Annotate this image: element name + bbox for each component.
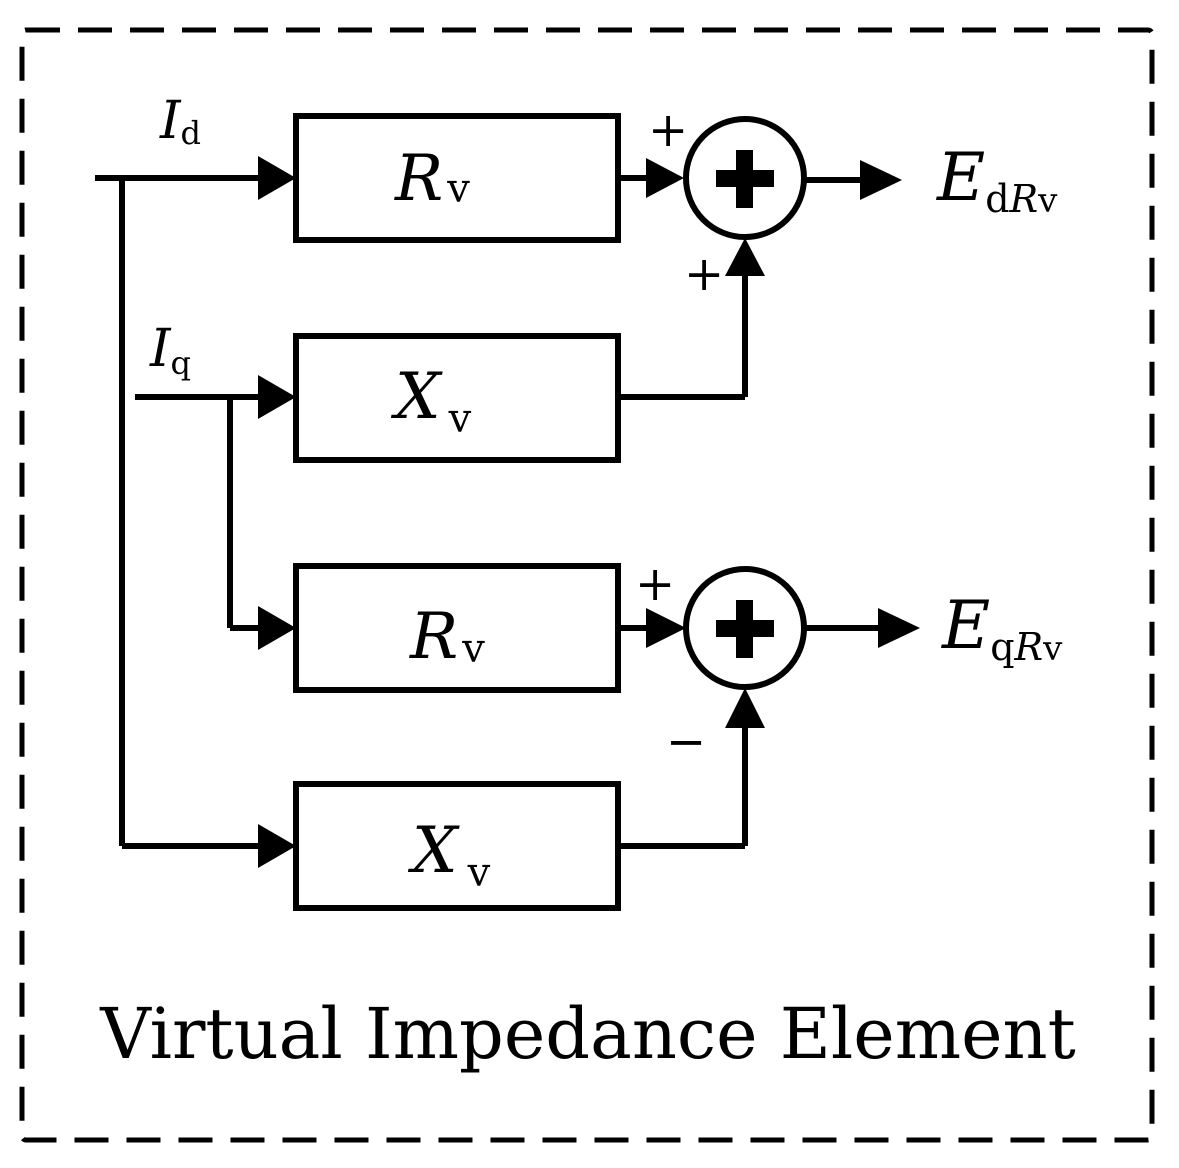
svg-text:Rv: Rv: [394, 142, 470, 216]
bottom-summing-junction: [683, 566, 807, 690]
arrowhead: [878, 608, 920, 648]
sign-bottom-bottom: −: [666, 714, 706, 770]
top-sum-wiring: [618, 175, 870, 400]
arrowhead: [646, 608, 686, 648]
arrowhead: [860, 160, 902, 200]
output-edrv-label: EdRv: [936, 139, 1058, 221]
input-id-label: Id: [159, 91, 201, 152]
sign-bottom-left: +: [635, 556, 675, 612]
svg-text:Xv: Xv: [407, 814, 491, 896]
caption: Virtual Impedance Element: [99, 993, 1075, 1075]
svg-text:Xv: Xv: [390, 360, 472, 442]
sign-top-bottom: +: [684, 246, 724, 302]
svg-text:Rv: Rv: [409, 600, 485, 674]
top-summing-junction: [683, 116, 807, 240]
arrowhead: [725, 688, 765, 728]
bottom-sum-arrowheads: [646, 608, 920, 728]
id-wiring: [95, 175, 260, 849]
iq-wiring: [135, 394, 260, 631]
arrowhead: [258, 824, 296, 868]
arrowhead: [258, 606, 296, 650]
arrowhead: [258, 375, 296, 419]
top-sum-arrowheads: [646, 158, 902, 276]
dashed-boundary: [19, 27, 1155, 1143]
arrowhead: [725, 238, 765, 276]
output-eqrv-label: EqRv: [941, 587, 1063, 669]
input-iq-label: Iq: [149, 319, 191, 382]
arrowhead: [646, 158, 684, 198]
input-arrowheads: [258, 156, 296, 868]
sign-top-left: +: [648, 102, 688, 158]
arrowhead: [258, 156, 296, 200]
